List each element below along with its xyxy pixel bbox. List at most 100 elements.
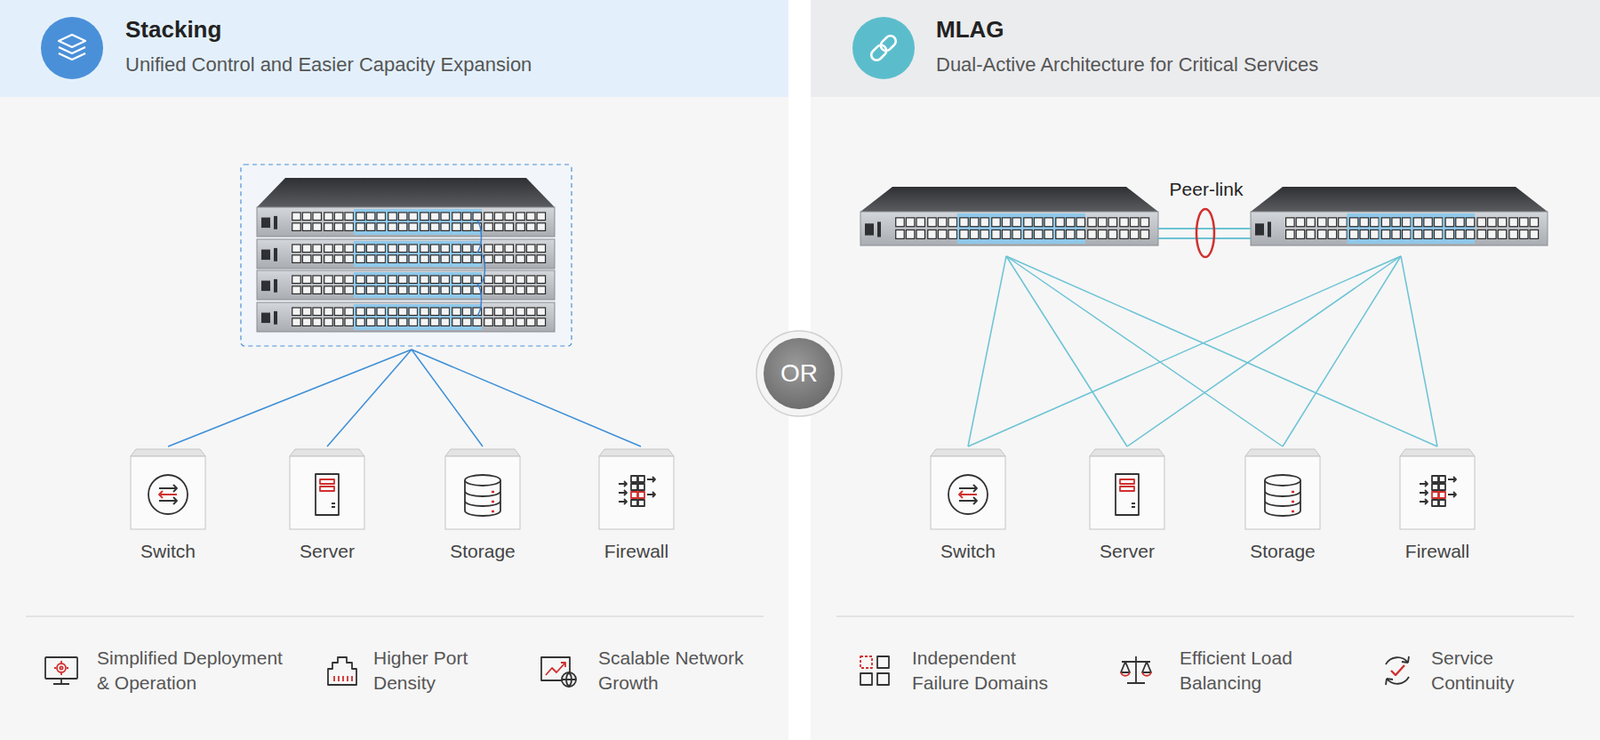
port bbox=[376, 255, 385, 264]
port bbox=[312, 307, 321, 316]
port bbox=[388, 223, 397, 232]
layer bbox=[58, 34, 86, 48]
port bbox=[1488, 217, 1496, 227]
port bbox=[420, 212, 429, 221]
port bbox=[928, 230, 936, 240]
device-box: Firewall bbox=[587, 444, 686, 571]
device-shape bbox=[278, 444, 376, 534]
port bbox=[462, 318, 471, 327]
port bbox=[526, 255, 535, 264]
port-highlight bbox=[353, 272, 386, 298]
port bbox=[398, 307, 407, 316]
port-highlight bbox=[989, 213, 1022, 244]
port bbox=[302, 212, 311, 221]
port bbox=[1445, 217, 1454, 227]
port bbox=[356, 286, 365, 295]
port bbox=[292, 212, 301, 221]
port bbox=[1465, 217, 1474, 227]
port bbox=[1424, 230, 1432, 240]
port bbox=[344, 223, 353, 232]
device-label: Switch bbox=[915, 539, 1021, 563]
port bbox=[388, 275, 397, 284]
domain bbox=[877, 672, 889, 685]
port bbox=[376, 318, 385, 327]
port bbox=[516, 286, 525, 295]
port bbox=[516, 255, 525, 264]
switch-unit bbox=[256, 177, 555, 237]
feature-label: Scalable Network Growth bbox=[598, 645, 768, 696]
globe-lines bbox=[561, 672, 576, 687]
port bbox=[312, 318, 321, 327]
port bbox=[292, 286, 301, 295]
stack-cable bbox=[477, 283, 482, 316]
link-line bbox=[1006, 256, 1128, 447]
device-shape bbox=[919, 444, 1017, 534]
port-highlight bbox=[385, 240, 418, 267]
port-highlight bbox=[957, 213, 990, 244]
port bbox=[516, 244, 525, 253]
port bbox=[1413, 230, 1422, 240]
port-highlight bbox=[1410, 213, 1443, 244]
switch-symbol bbox=[148, 474, 188, 514]
port bbox=[420, 255, 429, 264]
port bbox=[408, 223, 417, 232]
panel-title: MLAG bbox=[936, 16, 1005, 44]
device-box: Storage bbox=[1233, 444, 1332, 571]
or-circle: OR bbox=[755, 329, 843, 417]
beam bbox=[1121, 656, 1151, 683]
port bbox=[440, 318, 449, 327]
balance-icon bbox=[1120, 656, 1152, 683]
port-highlight bbox=[385, 208, 418, 235]
device-body bbox=[1400, 456, 1475, 529]
port bbox=[398, 244, 407, 253]
firewall-symbol bbox=[618, 475, 656, 506]
link-line bbox=[1282, 256, 1401, 447]
port bbox=[1296, 217, 1304, 227]
port bbox=[376, 275, 385, 284]
port bbox=[484, 223, 493, 232]
port bbox=[376, 244, 385, 253]
feature-label: Service Continuity bbox=[1431, 645, 1549, 696]
port bbox=[334, 318, 343, 327]
switch-lid bbox=[1250, 186, 1548, 212]
port bbox=[366, 307, 375, 316]
peer-link-line bbox=[1158, 227, 1251, 230]
port bbox=[334, 212, 343, 221]
port bbox=[292, 318, 301, 327]
port bbox=[312, 275, 321, 284]
port bbox=[388, 255, 397, 264]
port bbox=[1033, 217, 1042, 227]
port bbox=[1286, 217, 1295, 227]
port-highlight bbox=[353, 208, 386, 235]
gear-teeth bbox=[54, 660, 69, 675]
port bbox=[472, 275, 481, 284]
port bbox=[356, 223, 365, 232]
services-icon bbox=[1385, 656, 1409, 685]
port bbox=[472, 318, 481, 327]
ring bbox=[148, 474, 188, 514]
port bbox=[1076, 217, 1085, 227]
port bbox=[462, 223, 471, 232]
panel-background bbox=[0, 0, 789, 740]
port bbox=[526, 223, 535, 232]
port bbox=[292, 255, 301, 264]
slot bbox=[320, 486, 335, 491]
port bbox=[1338, 217, 1347, 227]
port bbox=[536, 244, 545, 253]
fw-cell bbox=[631, 499, 638, 506]
port-highlight bbox=[353, 304, 386, 330]
fw-cell bbox=[638, 483, 645, 490]
port bbox=[462, 307, 471, 316]
port bbox=[356, 318, 365, 327]
switch-front bbox=[860, 211, 1159, 246]
port bbox=[536, 223, 545, 232]
peer-link-label: Peer-link bbox=[1155, 176, 1257, 202]
port bbox=[916, 230, 925, 240]
port bbox=[504, 244, 513, 253]
port bbox=[344, 286, 353, 295]
port bbox=[484, 318, 493, 327]
port bbox=[292, 275, 301, 284]
port bbox=[526, 286, 535, 295]
port bbox=[312, 223, 321, 232]
port bbox=[292, 223, 301, 232]
